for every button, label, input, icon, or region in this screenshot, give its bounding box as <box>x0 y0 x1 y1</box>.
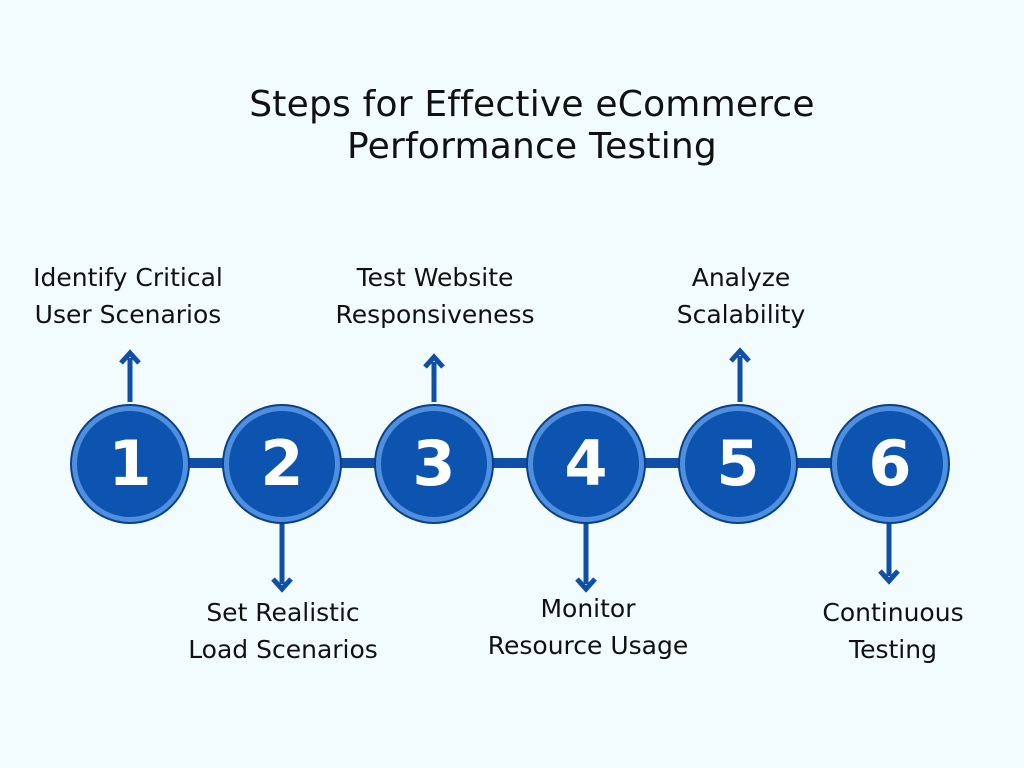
step-6-arrow-down-icon <box>878 522 900 585</box>
step-4-number: 4 <box>564 427 608 500</box>
step-1-label-line-1: Identify Critical <box>33 263 223 292</box>
step-5-label-line-2: Scalability <box>676 300 806 329</box>
step-2-label: Set Realistic Load Scenarios <box>163 594 403 668</box>
step-5-arrow-up-icon <box>729 347 751 402</box>
step-3-label-line-2: Responsiveness <box>335 300 535 329</box>
step-3-circle: 3 <box>376 406 492 522</box>
step-2-number: 2 <box>260 427 304 500</box>
step-3-arrow-up-icon <box>423 353 445 402</box>
step-6-label: Continuous Testing <box>773 594 1013 668</box>
step-2-arrow-down-icon <box>271 522 293 593</box>
step-3-label-line-1: Test Website <box>356 263 514 292</box>
title-line-2: Performance Testing <box>347 126 717 167</box>
step-1-label-line-2: User Scenarios <box>34 300 222 329</box>
step-3-label: Test Website Responsiveness <box>315 259 555 333</box>
step-1-number: 1 <box>108 427 152 500</box>
step-2-label-line-1: Set Realistic <box>206 598 360 627</box>
step-5-number: 5 <box>716 427 760 500</box>
connector-line <box>130 458 892 468</box>
step-6-label-line-1: Continuous <box>822 598 964 627</box>
page-title: Steps for Effective eCommerce Performanc… <box>0 84 1024 168</box>
step-5-label-line-1: Analyze <box>691 263 791 292</box>
step-4-arrow-down-icon <box>575 522 597 593</box>
step-6-circle: 6 <box>832 406 948 522</box>
step-3-number: 3 <box>412 427 456 500</box>
step-6-label-line-2: Testing <box>849 635 937 664</box>
step-4-label-line-2: Resource Usage <box>487 631 689 660</box>
step-1-label: Identify Critical User Scenarios <box>8 259 248 333</box>
step-4-label: Monitor Resource Usage <box>468 590 708 664</box>
step-4-circle: 4 <box>528 406 644 522</box>
step-6-number: 6 <box>868 427 912 500</box>
step-1-circle: 1 <box>72 406 188 522</box>
step-2-label-line-2: Load Scenarios <box>188 635 378 664</box>
title-line-1: Steps for Effective eCommerce <box>249 84 815 125</box>
step-1-arrow-up-icon <box>119 349 141 402</box>
step-5-circle: 5 <box>680 406 796 522</box>
step-2-circle: 2 <box>224 406 340 522</box>
step-4-label-line-1: Monitor <box>540 594 636 623</box>
step-5-label: Analyze Scalability <box>621 259 861 333</box>
